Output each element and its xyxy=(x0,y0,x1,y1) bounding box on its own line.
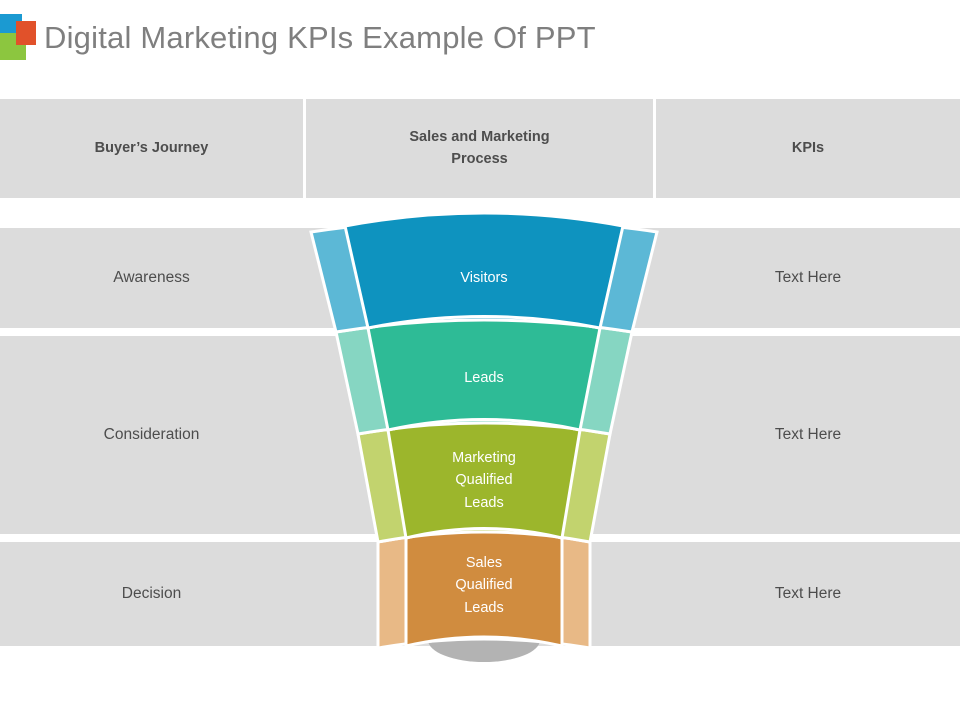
header-kpis: KPIs xyxy=(656,99,960,198)
header-buyers-journey: Buyer’s Journey xyxy=(0,99,303,198)
funnel-stage-sales-qualified-leads xyxy=(376,527,592,650)
header-process-line1: Sales and Marketing xyxy=(409,129,550,146)
row-journey-awareness: Awareness xyxy=(113,269,190,286)
table-header-row: Buyer’s Journey Sales and Marketing Proc… xyxy=(0,99,960,198)
title-bar: Digital Marketing KPIs Example Of PPT xyxy=(0,0,960,88)
row-journey-consideration: Consideration xyxy=(103,426,200,443)
funnel-stage-2-core xyxy=(366,315,602,432)
row-kpi-decision: Text Here xyxy=(774,585,842,602)
funnel-stage-4-core xyxy=(404,527,564,648)
funnel-chart: Visitors Leads Marketing Qualified Leads… xyxy=(300,212,668,662)
funnel-stage-visitors xyxy=(309,212,659,334)
funnel-stage-leads xyxy=(334,315,634,436)
funnel-stage-1-core xyxy=(343,212,625,330)
funnel-stage-marketing-qualified-leads xyxy=(356,418,612,544)
row-kpi-awareness: Text Here xyxy=(774,269,842,286)
funnel-svg xyxy=(309,212,659,662)
row-kpi-consideration: Text Here xyxy=(774,426,842,443)
row-journey-decision: Decision xyxy=(121,585,182,602)
header-sales-marketing-process: Sales and Marketing Process xyxy=(306,99,653,198)
page-title: Digital Marketing KPIs Example Of PPT xyxy=(44,20,596,55)
header-process-line2: Process xyxy=(451,150,508,167)
brand-logo xyxy=(0,14,36,60)
logo-orange-square-icon xyxy=(16,21,36,45)
funnel-stage-3-core xyxy=(386,418,582,540)
